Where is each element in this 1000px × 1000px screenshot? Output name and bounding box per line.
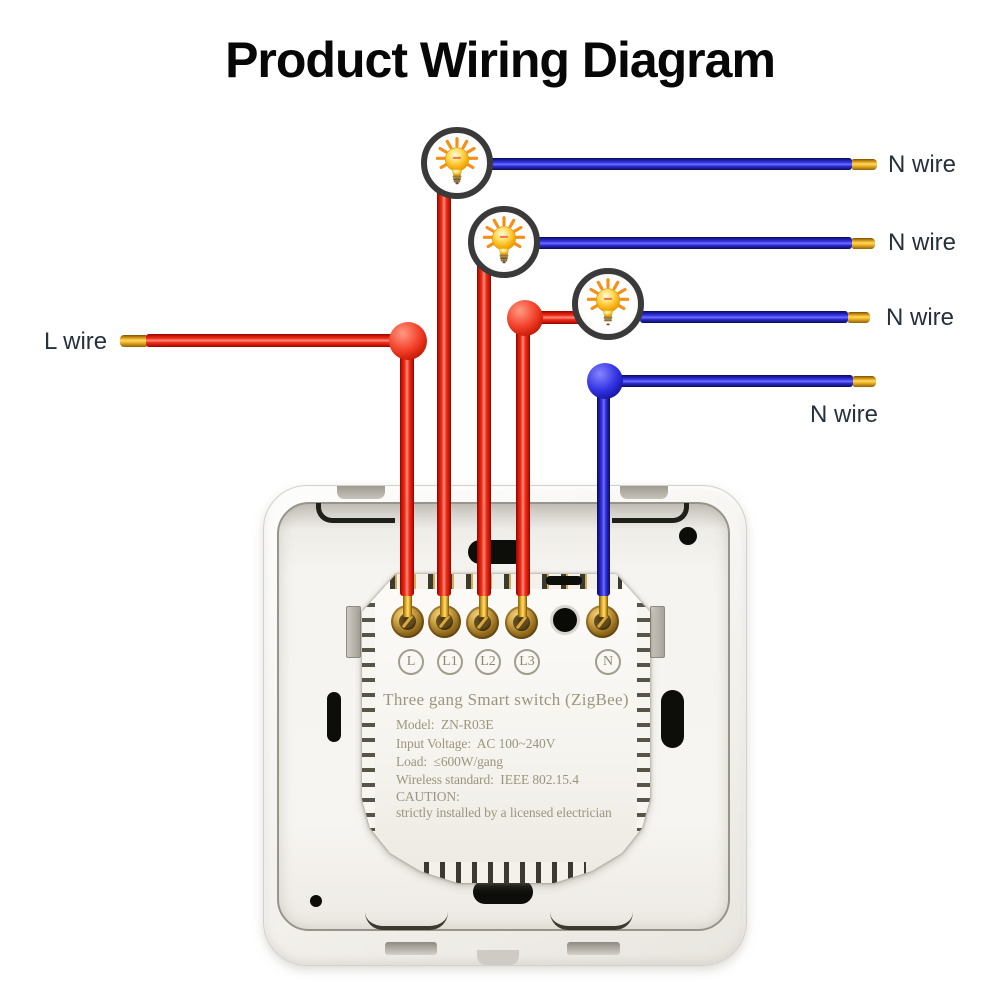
terminal-block-teeth xyxy=(390,574,622,589)
live-wire-in xyxy=(146,334,412,347)
mounting-slot-bottom xyxy=(473,880,533,904)
copper-stub xyxy=(479,589,488,617)
live-drop-l3 xyxy=(516,318,530,596)
spec-caution: CAUTION: xyxy=(396,789,460,804)
neutral-wire-2 xyxy=(536,237,852,249)
plate-bottom-recess-left xyxy=(385,942,437,955)
spec-model: Model: ZN-R03E xyxy=(396,717,494,732)
neutral-wire-drop-n xyxy=(597,380,610,596)
light-bulb-icon xyxy=(435,137,479,185)
module-ribs-right xyxy=(637,603,650,831)
live-drop-l2 xyxy=(477,260,491,596)
terminal-label-l3: L3 xyxy=(514,649,540,675)
mounting-slot-left xyxy=(327,692,341,742)
light-bulb-3 xyxy=(572,268,644,340)
product-name: Three gang Smart switch (ZigBee) xyxy=(383,690,629,709)
module-clip-left xyxy=(346,606,361,658)
spec-wireless: Wireless standard: IEEE 802.15.4 xyxy=(396,772,579,787)
light-bulb-icon xyxy=(482,216,526,264)
spec-voltage: Input Voltage: AC 100~240V xyxy=(396,736,556,751)
live-junction-1 xyxy=(389,322,427,360)
light-bulb-1 xyxy=(421,127,493,199)
terminal-label-n: N xyxy=(595,649,621,675)
terminal-label-l1: L1 xyxy=(437,649,463,675)
terminal-screw-l xyxy=(391,605,424,638)
neutral-wire-2-tip xyxy=(852,238,875,249)
neutral-wire-label-1: N wire xyxy=(888,151,957,178)
plate-bottom-recess-right xyxy=(567,942,620,955)
neutral-wire-3 xyxy=(640,311,848,323)
module-clip-right xyxy=(650,606,665,658)
spec-load: Load: ≤600W/gang xyxy=(396,754,503,769)
terminal-block-mark xyxy=(546,576,582,585)
module-ribs-left xyxy=(362,603,375,831)
neutral-wire-1-tip xyxy=(852,159,877,170)
plate-top-recess-left xyxy=(337,486,385,499)
live-wire-tip xyxy=(120,335,147,347)
neutral-wire-1 xyxy=(488,158,852,170)
copper-stub xyxy=(518,589,527,617)
neutral-wire-label-4: N wire xyxy=(810,401,879,428)
live-junction-2 xyxy=(507,300,543,336)
neutral-wire-label-2: N wire xyxy=(888,229,957,256)
live-drop-l xyxy=(400,340,414,596)
neutral-wire-3-tip xyxy=(848,312,870,323)
panel-slot-curve-bottom-left xyxy=(365,908,448,930)
neutral-junction xyxy=(587,363,623,399)
copper-stub xyxy=(440,589,449,617)
cable-hole xyxy=(553,608,577,632)
live-wire-label: L wire xyxy=(44,328,108,355)
mounting-slot-right xyxy=(661,690,684,748)
copper-stub xyxy=(599,589,608,617)
neutral-wire-4 xyxy=(605,375,853,387)
neutral-wire-4-tip xyxy=(853,376,876,387)
neutral-wire-label-3: N wire xyxy=(886,304,955,331)
light-bulb-icon xyxy=(586,278,630,326)
panel-slot-curve-left xyxy=(316,503,395,523)
terminal-label-l: L xyxy=(398,649,424,675)
terminal-label-l2: L2 xyxy=(475,649,501,675)
screw-hole-top-right xyxy=(679,527,697,545)
module-ribs-bottom xyxy=(424,862,586,883)
screw-hole-bottom-left xyxy=(310,895,322,907)
light-bulb-2 xyxy=(468,206,540,278)
terminal-screw-l2 xyxy=(466,606,499,639)
copper-stub xyxy=(403,589,412,617)
plate-bottom-notch xyxy=(477,950,519,965)
plate-top-recess-right xyxy=(620,486,668,499)
live-drop-l1 xyxy=(437,180,451,596)
panel-slot-curve-bottom-right xyxy=(550,908,633,930)
panel-slot-curve-right xyxy=(612,503,689,523)
spec-warning: strictly installed by a licensed electri… xyxy=(396,805,612,820)
page-title: Product Wiring Diagram xyxy=(225,32,776,88)
